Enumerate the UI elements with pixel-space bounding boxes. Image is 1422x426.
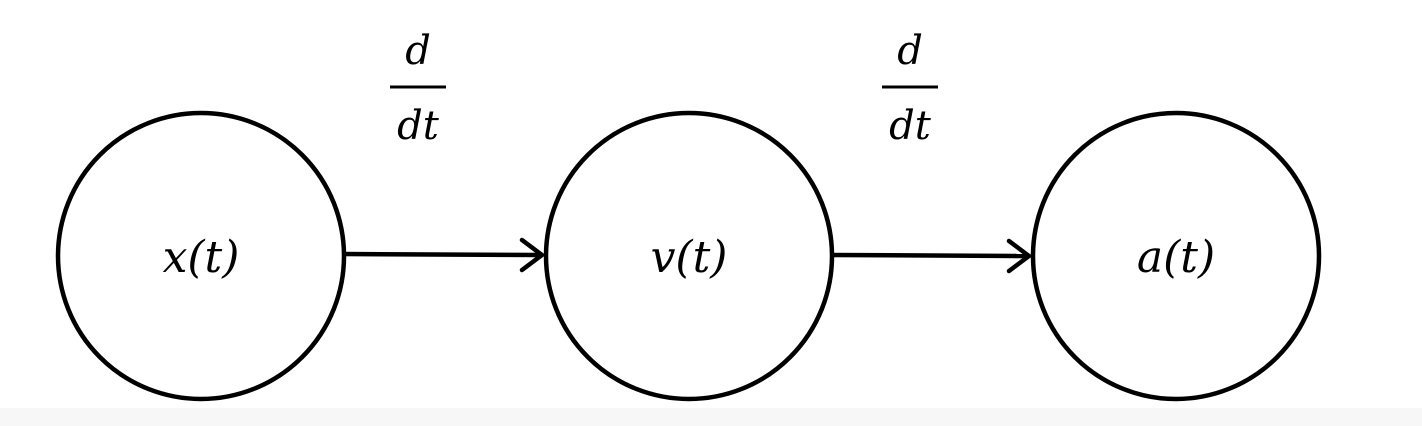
bottom-band bbox=[0, 408, 1422, 426]
arrowhead-icon bbox=[1006, 238, 1032, 274]
edge-line bbox=[831, 252, 1028, 259]
arrowhead-icon bbox=[519, 237, 545, 273]
node-acceleration-label: a(t) bbox=[1137, 232, 1215, 283]
node-velocity: v(t) bbox=[543, 110, 835, 402]
operator-denominator: dt bbox=[889, 103, 932, 149]
edge-position-to-velocity: d dt bbox=[343, 28, 545, 273]
node-acceleration: a(t) bbox=[1030, 110, 1322, 402]
node-position: x(t) bbox=[55, 110, 347, 402]
derivative-operator: d dt bbox=[390, 28, 446, 149]
derivative-operator: d dt bbox=[882, 28, 938, 149]
operator-denominator: dt bbox=[397, 103, 440, 149]
operator-numerator: d bbox=[405, 28, 431, 74]
node-position-label: x(t) bbox=[163, 232, 240, 283]
node-velocity-label: v(t) bbox=[651, 232, 728, 283]
edge-velocity-to-acceleration: d dt bbox=[831, 28, 1032, 274]
node-acceleration-circle bbox=[1030, 110, 1322, 402]
edge-line bbox=[343, 251, 541, 258]
operator-numerator: d bbox=[897, 28, 923, 74]
